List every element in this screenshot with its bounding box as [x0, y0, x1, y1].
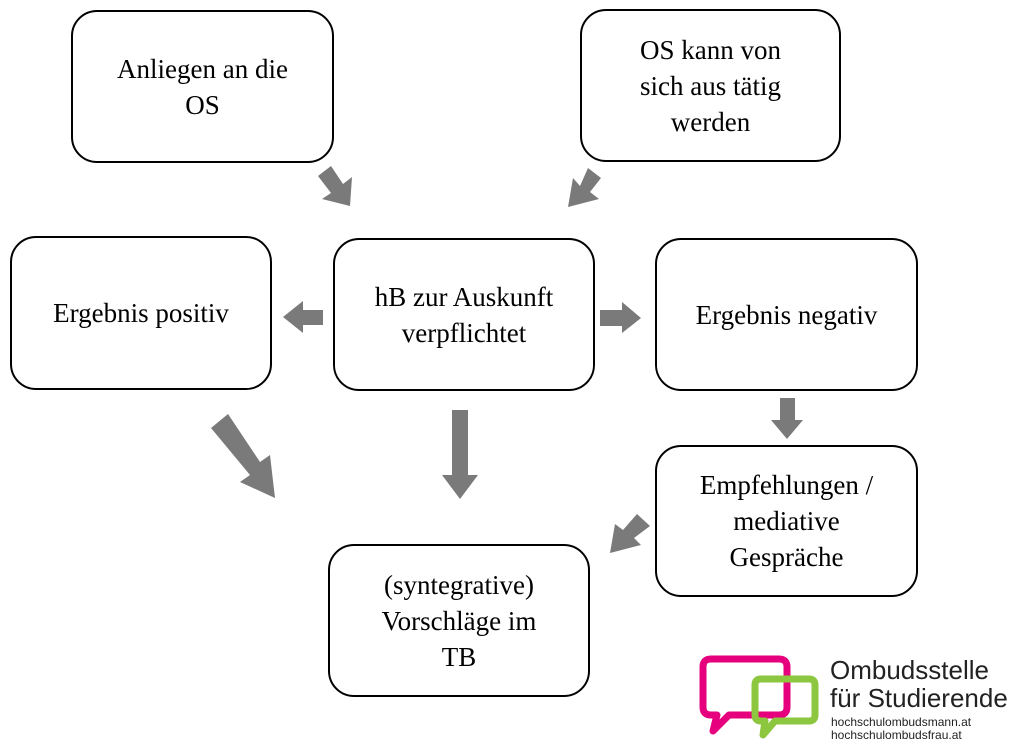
arrow-os-to-auskunft: [568, 168, 601, 207]
logo-title-line2: für Studierende: [830, 683, 1008, 713]
ombudsstelle-logo-icon: [699, 655, 819, 739]
node-ergebnis-negativ-label: Ergebnis negativ: [695, 299, 878, 330]
node-empfehlungen-label: Empfehlungen / mediative Gespräche: [699, 470, 874, 572]
logo-url-1: hochschulombudsmann.at: [831, 715, 972, 729]
node-auskunft: hB zur Auskunft verpflichtet: [333, 238, 595, 391]
logo-url-2: hochschulombudsfrau.at: [831, 728, 962, 742]
arrow-auskunft-to-vorschlaege: [442, 410, 478, 499]
node-vorschlaege: (syntegrative) Vorschläge im TB: [328, 544, 590, 697]
node-os-taetig-label: OS kann von sich aus tätig werden: [640, 34, 781, 137]
arrow-empfehlungen-to-vorschlaege: [610, 514, 650, 553]
arrow-positiv-to-vorschlaege: [211, 414, 275, 498]
node-ergebnis-positiv-label: Ergebnis positiv: [53, 298, 229, 328]
node-ergebnis-positiv: Ergebnis positiv: [10, 236, 272, 390]
node-os-taetig: OS kann von sich aus tätig werden: [580, 9, 841, 162]
node-anliegen: Anliegen an die OS: [71, 10, 334, 163]
node-auskunft-label: hB zur Auskunft verpflichtet: [374, 281, 554, 348]
node-vorschlaege-label: (syntegrative) Vorschläge im TB: [381, 569, 537, 672]
arrow-auskunft-to-negativ: [600, 302, 641, 333]
logo-title-line1: Ombudsstelle: [830, 655, 989, 685]
node-anliegen-label: Anliegen an die OS: [117, 53, 288, 120]
arrow-auskunft-to-positiv: [283, 301, 323, 333]
node-ergebnis-negativ: Ergebnis negativ: [655, 238, 918, 391]
node-empfehlungen: Empfehlungen / mediative Gespräche: [655, 445, 918, 597]
arrow-negativ-to-empfehlungen: [771, 398, 803, 439]
arrow-anliegen-to-auskunft: [318, 166, 352, 206]
